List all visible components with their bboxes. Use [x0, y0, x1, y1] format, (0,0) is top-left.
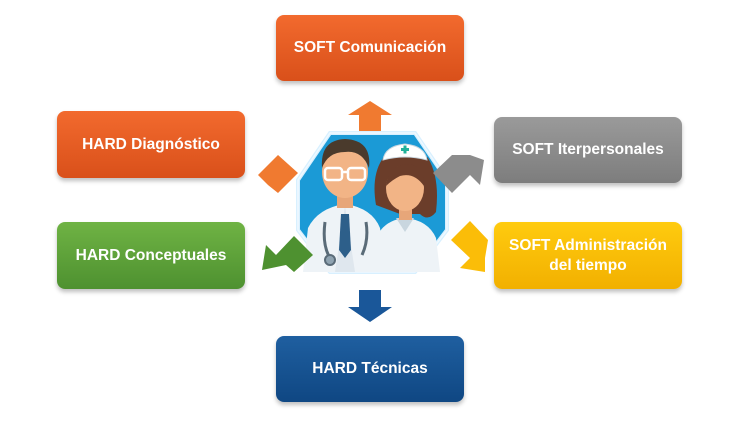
- node-label: HARD Conceptuales: [75, 246, 227, 264]
- node-label: HARD Técnicas: [312, 360, 428, 377]
- node-label: SOFT Comunicación: [293, 39, 447, 56]
- doctor-figure: [303, 139, 386, 272]
- arrow-up-left-icon: [258, 155, 298, 193]
- arrow-down-left-icon: [262, 236, 313, 272]
- node-label: SOFT Administración del tiempo: [509, 236, 667, 274]
- node-hard-conceptuales: HARD Conceptuales: [57, 222, 245, 289]
- arrow-up-right-icon: [433, 155, 484, 193]
- arrow-down-icon: [348, 290, 392, 322]
- nurse-figure: [372, 143, 440, 272]
- center-illustration: [296, 131, 449, 274]
- arrow-down-right-icon: [451, 221, 488, 272]
- node-hard-diagnostico: HARD Diagnóstico: [57, 111, 245, 178]
- arrow-up-icon: [348, 101, 392, 131]
- node-soft-administracion-tiempo: SOFT Administración del tiempo: [494, 222, 682, 289]
- node-label: SOFT Iterpersonales: [512, 141, 664, 158]
- node-hard-tecnicas: HARD Técnicas: [276, 336, 464, 402]
- node-soft-comunicacion: SOFT Comunicación: [276, 15, 464, 81]
- node-label: HARD Diagnóstico: [82, 135, 220, 153]
- node-soft-interpersonales: SOFT Iterpersonales: [494, 117, 682, 183]
